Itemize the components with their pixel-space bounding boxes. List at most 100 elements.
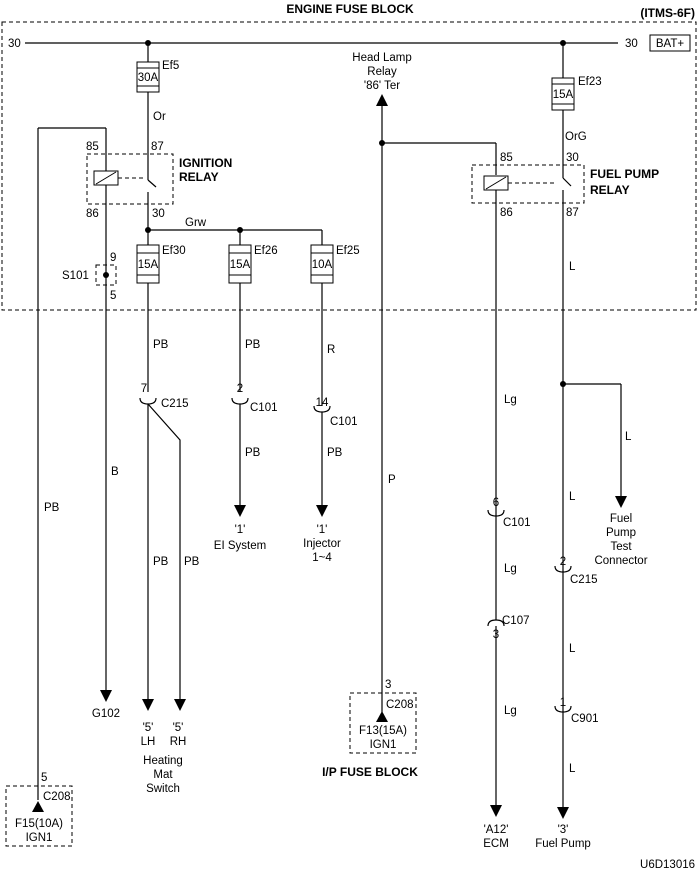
ign-relay-pin-85: 85	[86, 141, 99, 153]
ecm-name: ECM	[483, 838, 509, 850]
c101-6-pin: 6	[493, 497, 499, 509]
fuel-pump-relay-box	[471, 164, 585, 204]
c208-left-fuse: F15(10A)	[15, 818, 63, 830]
ecm-arrow	[490, 805, 502, 817]
test-connector-line3: Test	[610, 541, 632, 553]
ignition-relay-box	[86, 153, 174, 205]
fuse-ef30-id: Ef30	[162, 245, 186, 257]
c107-3-name: C107	[502, 615, 530, 627]
fuel-pump-relay-label-1: FUEL PUMP	[590, 167, 659, 181]
injector-pin: '1'	[317, 524, 328, 536]
el-system-arrow	[234, 505, 246, 517]
wire-b-label: B	[111, 466, 119, 478]
splice-pin-9: 9	[110, 252, 116, 264]
c208-left-pin: 5	[41, 772, 47, 784]
wire-pb-c101-2-label: PB	[245, 447, 261, 459]
fuse-ef26-rating: 15A	[230, 259, 251, 271]
test-connector-arrow	[615, 496, 627, 508]
ign-relay-pin-87: 87	[151, 141, 164, 153]
connector-c107-3	[487, 619, 505, 627]
wire-l4-label: L	[569, 763, 576, 775]
heating-switch-line1: Heating	[143, 755, 183, 767]
fuse-ef5-id: Ef5	[162, 60, 179, 72]
c215-2-name: C215	[570, 574, 598, 586]
heating-switch-line2: Mat	[153, 769, 173, 781]
fp-relay-pin-86: 86	[500, 207, 513, 219]
wire-pb-rh	[147, 403, 181, 700]
c208-right-terminal	[376, 711, 388, 722]
fuse-ef5-rating: 30A	[138, 72, 159, 84]
c208-right-name: C208	[386, 699, 414, 711]
fuse-ef25-id: Ef25	[336, 245, 360, 257]
wire-pb-c101-14-label: PB	[327, 447, 343, 459]
bat-box	[649, 34, 691, 52]
wire-lg3-label: Lg	[504, 705, 517, 717]
splice-pin-5: 5	[110, 290, 116, 302]
connector-c101-6	[487, 509, 505, 517]
bus-right-label: 30	[625, 38, 638, 50]
injector-arrow	[316, 505, 328, 517]
headlamp-line1: Head Lamp	[352, 52, 411, 64]
c101-14-name: C101	[330, 416, 358, 428]
c208-right-circuit: IGN1	[370, 739, 397, 751]
ign-relay-pin-86: 86	[86, 208, 99, 220]
c215-7-name: C215	[161, 398, 189, 410]
c101-6-name: C101	[503, 517, 531, 529]
test-connector-line2: Pump	[606, 527, 636, 539]
engine-fuse-block-boundary	[1, 21, 697, 311]
engine-fuse-block-title: ENGINE FUSE BLOCK	[286, 2, 414, 16]
ign-relay-pin-30: 30	[152, 208, 165, 220]
heating-rh-side: RH	[170, 736, 187, 748]
c208-right-fuse: F13(15A)	[359, 725, 407, 737]
headlamp-arrow	[376, 94, 388, 106]
wire-pb-ef26-label: PB	[245, 339, 261, 351]
el-system-name: EI System	[214, 540, 266, 552]
c208-left-name: C208	[43, 791, 71, 803]
ecm-pin: 'A12'	[484, 824, 509, 836]
wire-lg2-label: Lg	[504, 563, 517, 575]
g102-arrow	[100, 690, 112, 702]
c208-left-circuit: IGN1	[26, 832, 53, 844]
fuse-ef25-rating: 10A	[312, 259, 333, 271]
test-connector-line1: Fuel	[610, 513, 632, 525]
wire-pb-rh-label: PB	[184, 556, 200, 568]
g102-label: G102	[92, 708, 120, 720]
c901-1-name: C901	[571, 713, 599, 725]
wire-r-label: R	[327, 344, 335, 356]
c215-2-pin: 2	[560, 556, 566, 568]
heating-lh-pin: '5'	[143, 722, 154, 734]
heating-rh-arrow	[174, 699, 186, 711]
fuel-pump-name: Fuel Pump	[535, 838, 591, 850]
wire-l3-label: L	[569, 643, 576, 655]
test-connector-line4: Connector	[594, 555, 647, 567]
connector-c901-1	[554, 705, 572, 713]
fuse-ef23-rating: 15A	[553, 89, 574, 101]
ign-relay-switch	[147, 179, 157, 188]
c208-right-pin: 3	[385, 679, 391, 691]
fuel-pump-pin: '3'	[558, 824, 569, 836]
wire-p-label: P	[388, 474, 396, 486]
c101-2-pin: 2	[237, 383, 243, 395]
c101-14-pin: 14	[316, 397, 329, 409]
connector-c215-2	[554, 565, 572, 573]
fuel-pump-relay-label-2: RELAY	[590, 183, 630, 197]
c901-1-pin: 1	[560, 697, 566, 709]
wire-grw-label: Grw	[185, 217, 207, 229]
fp-relay-switch	[562, 177, 572, 187]
connector-c101-2	[231, 397, 249, 405]
bus-left-label: 30	[8, 38, 21, 50]
wire-or-label: Or	[153, 111, 166, 123]
heating-lh-arrow	[142, 699, 154, 711]
figure-id: U6D13016	[640, 859, 695, 871]
fuse-ef23-id: Ef23	[578, 76, 602, 88]
c215-7-pin: 7	[141, 383, 147, 395]
splice-s101	[95, 264, 117, 286]
headlamp-line3: '86' Ter	[364, 80, 400, 92]
itms-code: (ITMS-6F)	[640, 6, 695, 20]
wire-lg1-label: Lg	[504, 394, 517, 406]
c208-left-terminal	[32, 801, 44, 812]
wire-pb-ef30-label: PB	[153, 339, 169, 351]
headlamp-line2: Relay	[367, 66, 397, 78]
ip-fuse-block-label: I/P FUSE BLOCK	[322, 765, 418, 779]
